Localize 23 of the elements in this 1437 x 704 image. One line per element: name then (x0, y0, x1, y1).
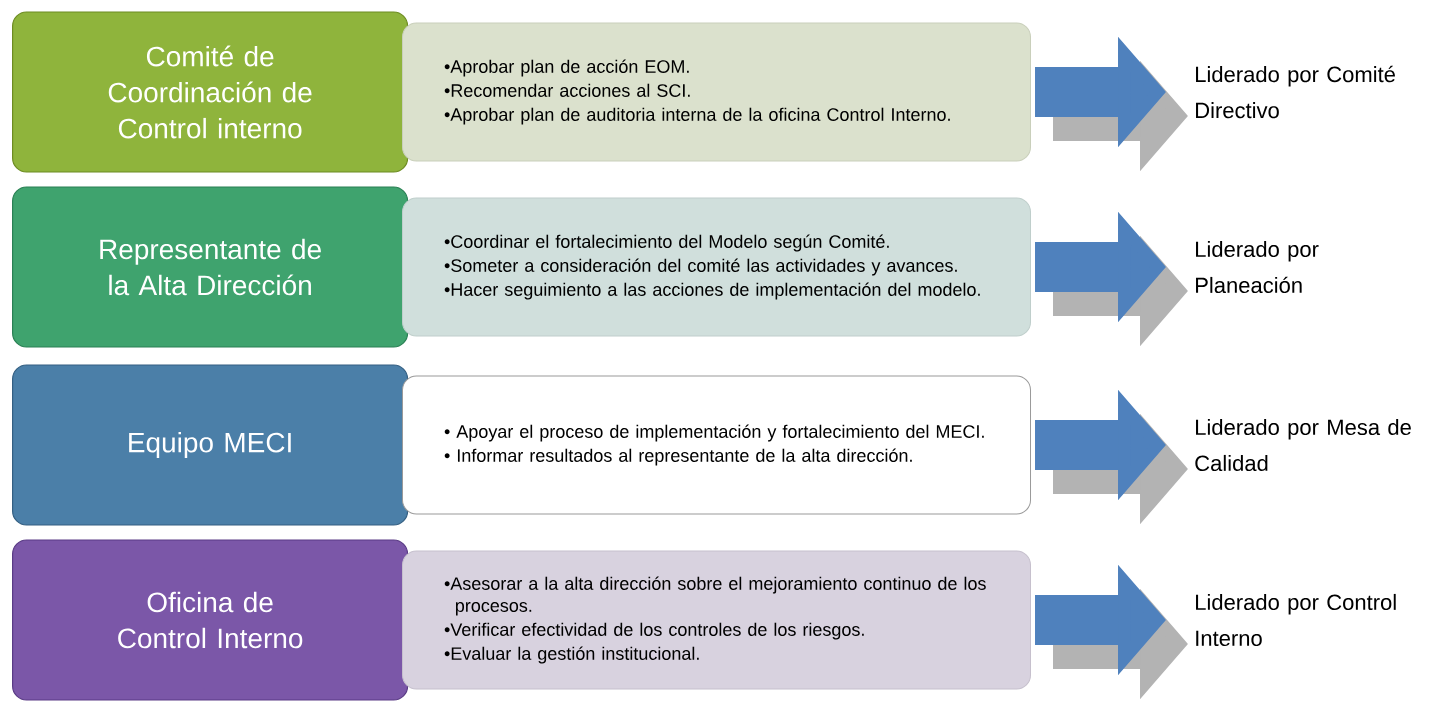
bullet-item: •Coordinar el fortalecimiento del Modelo según Comité. (444, 234, 889, 252)
bullet-item: • Informar resultados al representante de la alta dirección. (444, 448, 912, 466)
task-box (402, 550, 1031, 690)
role-box: Oficina de Control Interno (12, 539, 409, 701)
bullet-item: •Aprobar plan de auditoria interna de la oficina Control Interno. (444, 107, 950, 125)
bullet-item: •Hacer seguimiento a las acciones de implementación del modelo. (444, 282, 980, 300)
task-box (402, 22, 1031, 162)
role-box: Representante de la Alta Dirección (12, 186, 409, 348)
task-box (402, 375, 1031, 515)
leader-text: Liderado por Comité Directivo (1196, 65, 1395, 119)
bullet-item: •Asesorar a la alta dirección sobre el mejoramiento continuo de los procesos. (444, 576, 986, 616)
bullet-item: •Recomendar acciones al SCI. (444, 83, 690, 97)
bullet-item: •Evaluar la gestión institucional. (444, 646, 699, 664)
bullet-item: •Someter a consideración del comité las actividades y avances. (444, 258, 957, 276)
bullet-item: •Aprobar plan de acción EOM. (444, 59, 689, 77)
leader-text: Liderado por Control Interno (1196, 593, 1396, 647)
role-box: Equipo MECI (12, 364, 409, 526)
role-box: Comité de Coordinación de Control interno (12, 11, 409, 173)
leader-text: Liderado por Mesa de Calidad (1195, 418, 1411, 472)
leader-text: Liderado por Planeación (1196, 240, 1319, 294)
task-box (402, 197, 1031, 337)
bullet-item: •Verificar efectividad de los controles de los riesgos. (444, 622, 864, 640)
bullet-item: • Apoyar el proceso de implementación y fortalecimiento del MECI. (444, 424, 984, 442)
